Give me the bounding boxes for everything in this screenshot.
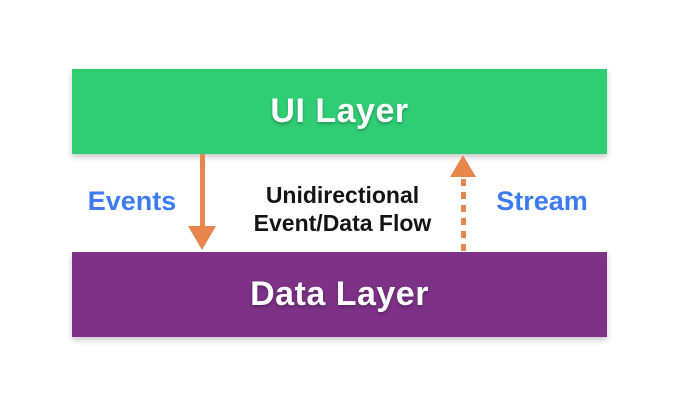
data-layer-box: Data Layer	[72, 252, 607, 337]
ui-layer-box: UI Layer	[72, 69, 607, 154]
flow-note-line2: Event/Data Flow	[253, 210, 432, 236]
flow-note-line1: Unidirectional	[265, 182, 420, 208]
events-label: Events	[87, 186, 177, 216]
ui-layer-label: UI Layer	[270, 92, 409, 130]
stream-arrow-shaft	[460, 179, 466, 252]
stream-label: Stream	[496, 186, 588, 216]
events-down-arrow-icon	[188, 154, 216, 250]
events-arrow-shaft	[199, 154, 205, 228]
stream-arrow-head	[450, 155, 476, 177]
events-arrow-head	[188, 226, 216, 250]
stream-up-arrow-icon	[450, 155, 476, 252]
flow-note: Unidirectional Event/Data Flow	[240, 181, 445, 237]
data-layer-label: Data Layer	[250, 275, 429, 313]
